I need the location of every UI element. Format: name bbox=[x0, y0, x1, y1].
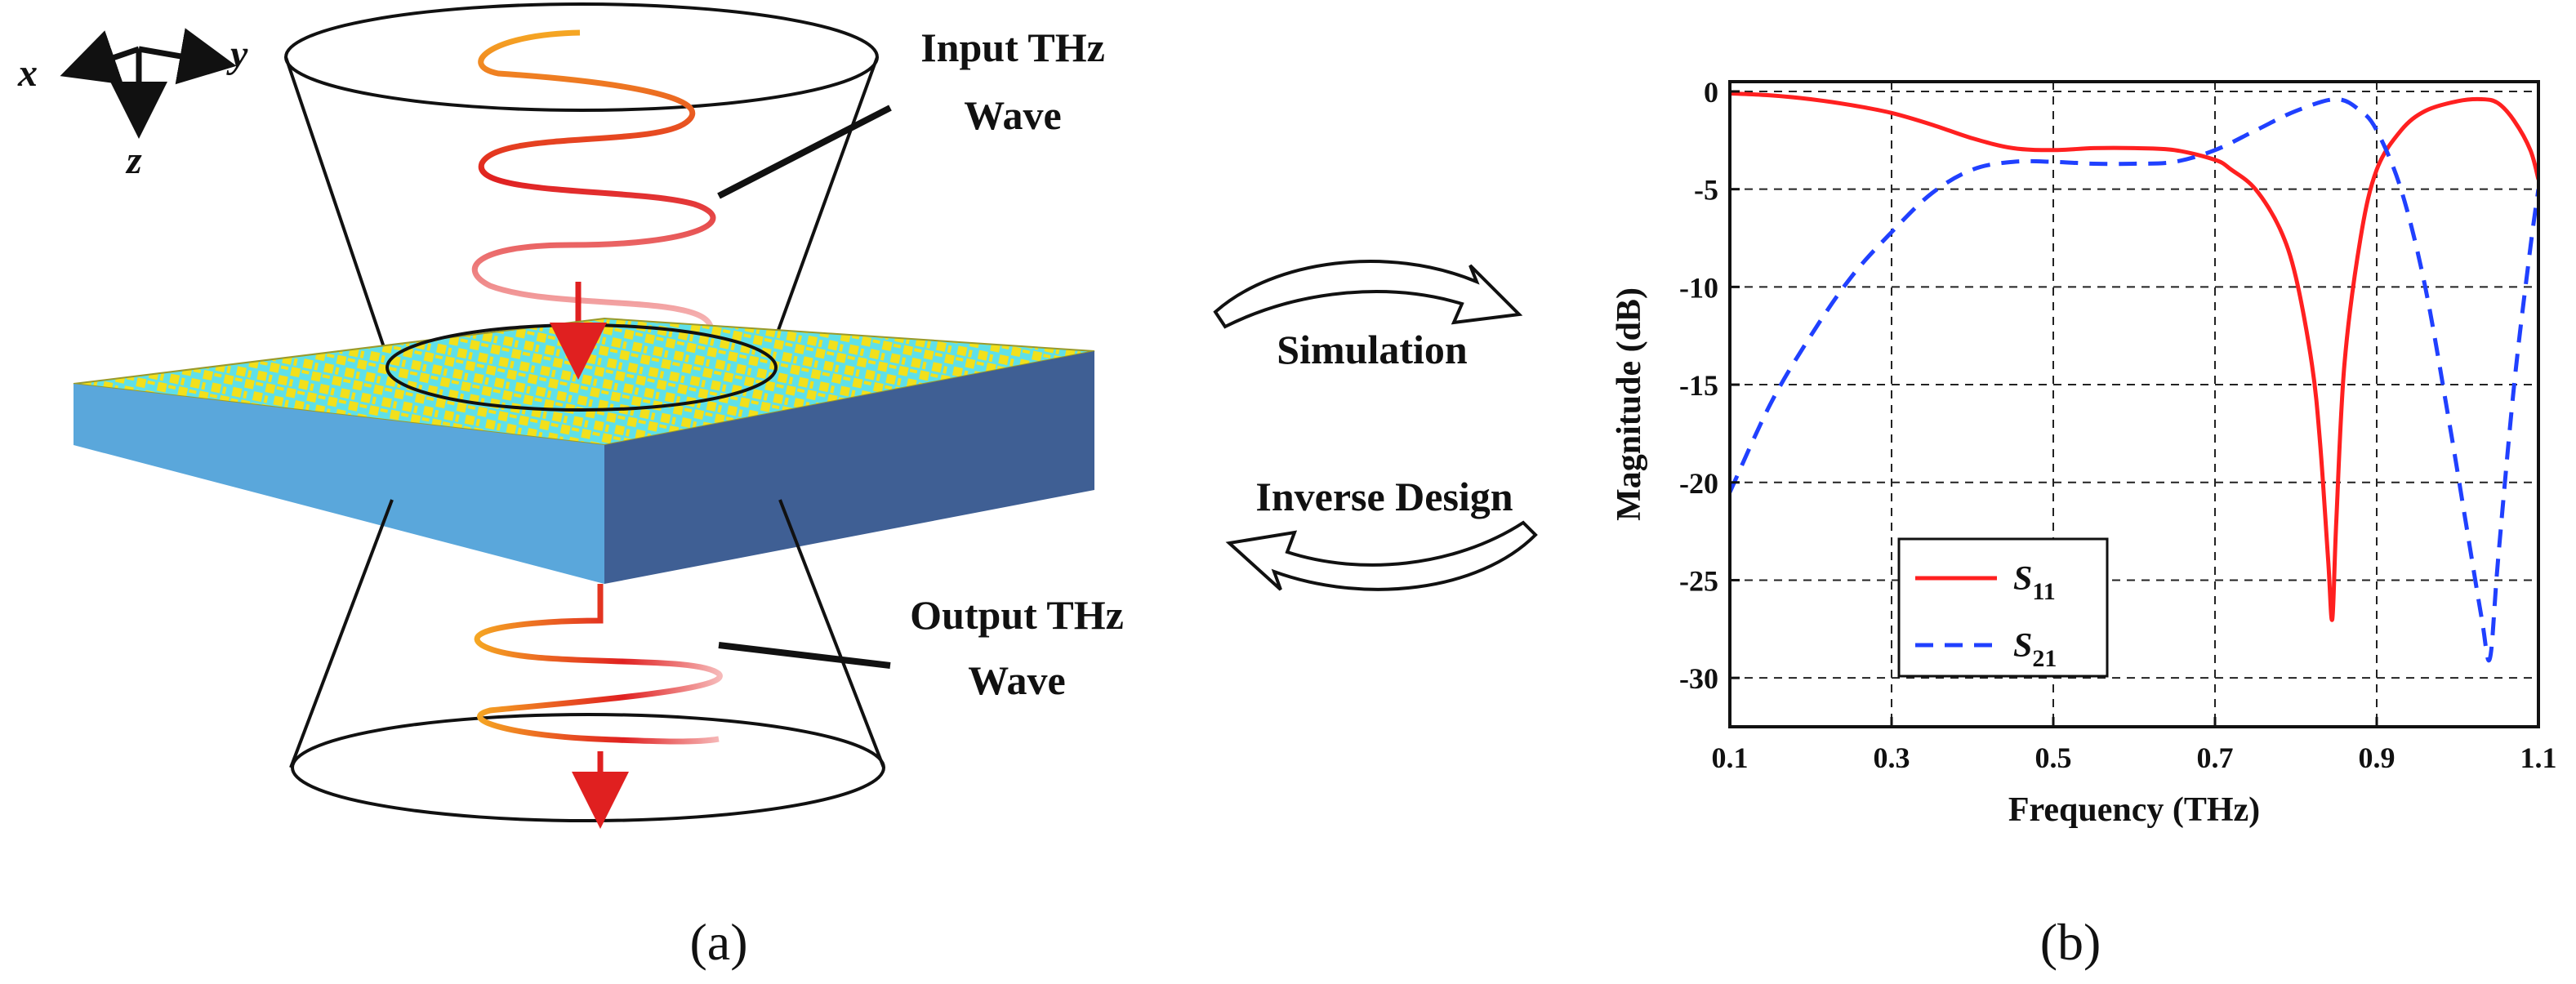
process-arrows: Simulation Inverse Design bbox=[1213, 260, 1538, 591]
chart-y-ticks: 0 -5 -10 -15 -20 -25 -30 bbox=[1679, 76, 1740, 695]
y-tick-label: -30 bbox=[1679, 662, 1718, 695]
inverse-design-arrow bbox=[1225, 520, 1538, 591]
series-line-s11 bbox=[1730, 91, 2538, 622]
chart-x-axis-label: Frequency (THz) bbox=[2008, 791, 2260, 829]
x-tick-label: 0.5 bbox=[2035, 741, 2072, 774]
x-tick-label: 1.1 bbox=[2520, 741, 2557, 774]
series-line-s21 bbox=[1730, 96, 2538, 663]
y-tick-label: -5 bbox=[1694, 174, 1718, 207]
simulation-arrow bbox=[1213, 260, 1523, 329]
chart-grid bbox=[1730, 82, 2538, 727]
y-tick-label: -25 bbox=[1679, 564, 1718, 597]
panel-b-caption: (b) bbox=[2040, 913, 2101, 971]
input-label-leader bbox=[717, 105, 892, 199]
x-tick-label: 0.1 bbox=[1712, 741, 1749, 774]
coordinate-axes: x y z bbox=[17, 28, 248, 182]
output-label-line1: Output THz bbox=[910, 592, 1124, 638]
input-label-line2: Wave bbox=[964, 92, 1061, 138]
output-wave bbox=[474, 584, 723, 745]
legend-label-s21: S21 bbox=[2013, 627, 2057, 672]
panel-a: x y z bbox=[17, 2, 1124, 971]
y-tick-label: -20 bbox=[1679, 467, 1718, 500]
y-tick-label: -15 bbox=[1679, 369, 1718, 402]
x-tick-label: 0.3 bbox=[1874, 741, 1910, 774]
inverse-design-label: Inverse Design bbox=[1255, 474, 1513, 519]
output-label-line2: Wave bbox=[968, 657, 1065, 703]
axis-y-label: y bbox=[226, 33, 248, 76]
chart-plot-frame bbox=[1728, 80, 2540, 728]
input-beam-cone bbox=[284, 2, 879, 360]
input-label-line1: Input THz bbox=[920, 24, 1105, 70]
y-tick-label: 0 bbox=[1704, 76, 1718, 109]
legend-label-s11: S11 bbox=[2013, 560, 2056, 605]
axis-z-label: z bbox=[125, 139, 142, 182]
output-label-leader bbox=[718, 642, 891, 669]
axis-x-label: x bbox=[17, 51, 38, 95]
simulation-label: Simulation bbox=[1277, 327, 1468, 372]
panel-a-caption: (a) bbox=[689, 913, 747, 971]
chart-x-ticks: 0.1 0.3 0.5 0.7 0.9 1.1 bbox=[1712, 717, 2557, 774]
x-tick-label: 0.7 bbox=[2197, 741, 2234, 774]
input-wave bbox=[471, 29, 716, 328]
chart-legend: S11 S21 bbox=[1897, 537, 2109, 678]
panel-b: 0.1 0.3 0.5 0.7 0.9 1.1 0 -5 -10 -15 -20 -25 -30 Fr… bbox=[1611, 76, 2557, 971]
chart-y-axis-label: Magnitude (dB) bbox=[1611, 287, 1648, 521]
x-tick-label: 0.9 bbox=[2359, 741, 2396, 774]
y-tick-label: -10 bbox=[1679, 271, 1718, 304]
chart-series bbox=[1730, 91, 2538, 663]
metasurface-slab bbox=[73, 317, 1095, 584]
